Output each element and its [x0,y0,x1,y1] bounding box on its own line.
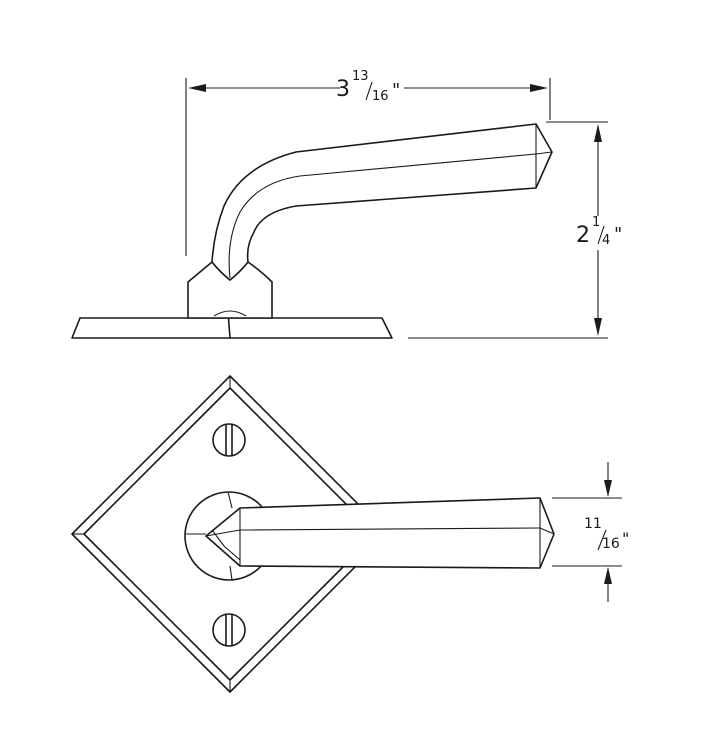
width-num: 13 [352,69,369,84]
height-whole: 2 [576,223,590,248]
height-den: 4 [602,233,610,248]
dimension-width: 3 13 16 " [185,69,551,256]
dimension-lever-width: 11 16 " [552,462,629,602]
side-lever-arm [211,123,553,281]
height-num: 1 [592,215,600,230]
lever-width-den: 16 [602,536,620,552]
front-lever [205,497,555,569]
bottom-screw-icon [212,613,246,647]
height-unit: " [614,224,622,245]
front-view [71,375,555,693]
side-rose-plate [71,317,393,339]
top-screw-icon [212,423,246,457]
dimension-height: 2 1 4 " [408,121,622,339]
width-unit: " [392,80,400,101]
lever-width-num: 11 [584,516,602,532]
width-whole: 3 [336,77,350,102]
lever-width-unit: " [622,529,629,548]
side-view [71,123,553,339]
width-den: 16 [372,89,389,104]
